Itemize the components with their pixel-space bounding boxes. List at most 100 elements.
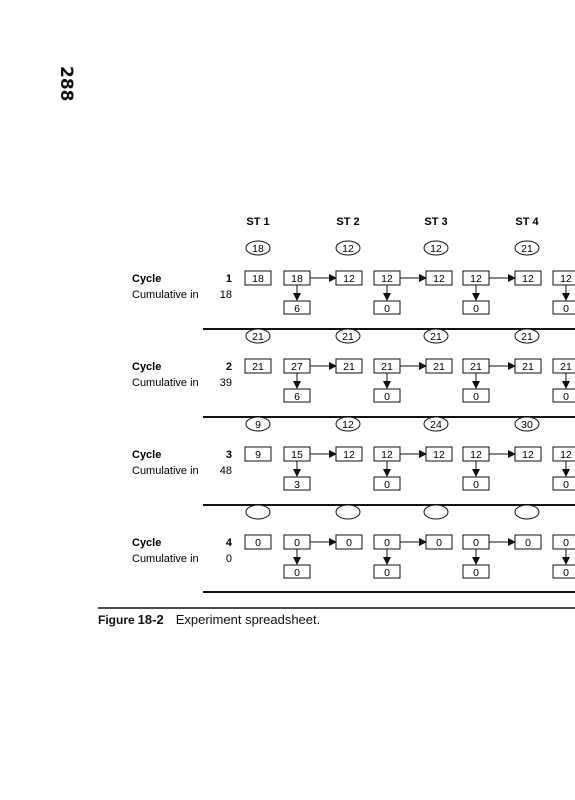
station-box-value: 12 (470, 273, 482, 285)
output-box-value: 3 (294, 479, 300, 491)
station-box-value: 12 (381, 449, 393, 461)
input-box-value: 0 (255, 537, 261, 549)
next-box-value: 0 (346, 537, 352, 549)
station-box-value: 18 (291, 273, 303, 285)
station-box-value: 15 (291, 449, 303, 461)
station-box-value: 0 (384, 537, 390, 549)
output-box-value: 0 (384, 303, 390, 315)
output-box-value: 0 (384, 391, 390, 403)
output-box-value: 0 (563, 567, 569, 579)
next-box (335, 446, 363, 462)
station-box-value: 12 (470, 449, 482, 461)
cycle-number: 2 (226, 361, 232, 373)
oval-value: 12 (342, 419, 354, 431)
output-box (283, 564, 311, 579)
cumulative-label: Cumulative in (132, 553, 199, 565)
next-box-value: 0 (525, 537, 531, 549)
cumulative-label: Cumulative in (132, 377, 199, 389)
station-box-value: 0 (294, 537, 300, 549)
station-box-value: 27 (291, 361, 303, 373)
output-box (552, 564, 575, 579)
oval-value: 21 (342, 331, 354, 343)
output-box-value: 0 (384, 479, 390, 491)
cycle-label: Cycle (132, 449, 161, 461)
next-box (425, 534, 453, 550)
oval (514, 416, 540, 432)
oval (335, 416, 361, 432)
oval-value: 12 (430, 243, 442, 255)
station-box-value: 12 (560, 273, 572, 285)
oval-value: 24 (430, 419, 442, 431)
output-box (462, 300, 490, 315)
next-box-value: 12 (343, 273, 355, 285)
oval-value: 18 (252, 243, 264, 255)
next-box-value: 12 (343, 449, 355, 461)
next-box (425, 446, 453, 462)
output-box (283, 476, 311, 491)
input-box-value: 9 (255, 449, 261, 461)
cumulative-value: 39 (220, 377, 232, 389)
next-box-value: 21 (433, 361, 445, 373)
input-box (244, 446, 272, 462)
output-box-value: 6 (294, 391, 300, 403)
output-box-value: 0 (563, 303, 569, 315)
output-box-value: 0 (384, 567, 390, 579)
output-box (462, 388, 490, 403)
oval (335, 328, 361, 344)
input-box (244, 534, 272, 550)
next-box (514, 446, 542, 462)
station-box-value: 21 (470, 361, 482, 373)
output-box (462, 476, 490, 491)
station-box-value: 12 (381, 273, 393, 285)
input-box-value: 18 (252, 273, 264, 285)
output-box (552, 300, 575, 315)
output-box-value: 0 (294, 567, 300, 579)
oval (514, 240, 540, 256)
next-box (514, 358, 542, 374)
oval (423, 328, 449, 344)
cycle-label: Cycle (132, 273, 161, 285)
next-box-value: 12 (522, 273, 534, 285)
oval-value: 9 (255, 419, 261, 431)
next-box-value: 12 (433, 449, 445, 461)
station-box-value: 21 (381, 361, 393, 373)
next-box-value: 0 (436, 537, 442, 549)
output-box-value: 0 (473, 391, 479, 403)
oval (514, 504, 540, 520)
figure-number: 18-2 (137, 612, 164, 627)
cycle-number: 3 (226, 449, 232, 461)
oval (423, 416, 449, 432)
next-box (425, 358, 453, 374)
oval (423, 240, 449, 256)
cumulative-value: 48 (220, 465, 232, 477)
next-box (335, 358, 363, 374)
cycle-label: Cycle (132, 361, 161, 373)
output-box (373, 300, 401, 315)
output-box (373, 388, 401, 403)
oval-value: 12 (342, 243, 354, 255)
output-box-value: 0 (473, 567, 479, 579)
output-box-value: 0 (563, 391, 569, 403)
output-box (283, 300, 311, 315)
input-box (244, 358, 272, 374)
cumulative-value: 0 (226, 553, 232, 565)
oval (245, 328, 271, 344)
oval-value: 21 (521, 331, 533, 343)
oval-value: 21 (521, 243, 533, 255)
station-header: ST 2 (336, 216, 359, 228)
station-box-value: 12 (560, 449, 572, 461)
oval-value: 21 (430, 331, 442, 343)
oval (514, 328, 540, 344)
cumulative-label: Cumulative in (132, 465, 199, 477)
output-box (373, 476, 401, 491)
input-box (244, 270, 272, 286)
next-box-value: 12 (522, 449, 534, 461)
next-box (514, 270, 542, 286)
output-box-value: 0 (473, 479, 479, 491)
station-box-value: 0 (473, 537, 479, 549)
caption-text: Experiment spreadsheet. (175, 612, 321, 627)
output-box (552, 388, 575, 403)
next-box (425, 270, 453, 286)
next-box (514, 534, 542, 550)
